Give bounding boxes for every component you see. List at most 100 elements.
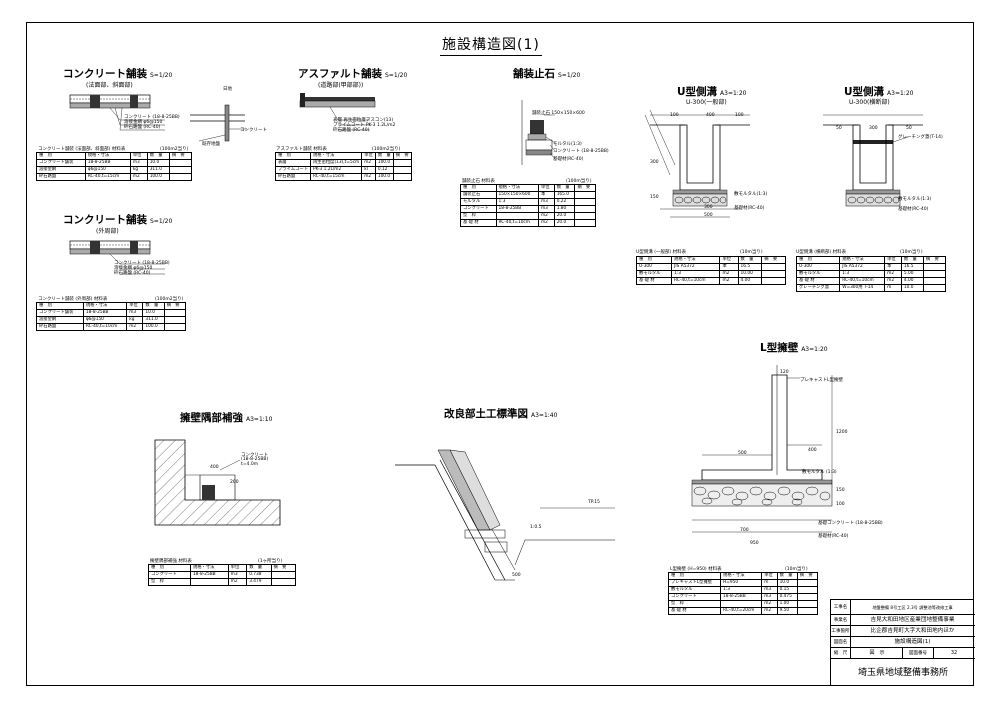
table-cell — [796, 593, 819, 601]
title-block-value: 施設構造図(1) — [894, 639, 931, 645]
table-row: 型 枠 m2 20.0 — [460, 212, 596, 220]
corner-concrete-spec: (18-8-25BB) — [241, 457, 269, 462]
table-cell: 10.0 — [146, 159, 170, 167]
table-cell: m2 — [361, 173, 376, 181]
table-cell: 溶接金網 — [36, 316, 84, 324]
table-cell: 基 礎 材 — [667, 607, 722, 615]
dimension-label: 1200 — [836, 430, 848, 435]
table-cell — [168, 173, 193, 181]
table-header-cell: 単位 — [126, 302, 144, 310]
table-row: 砕石路盤 RC-40,t=15cm m2 100.0 — [36, 173, 193, 181]
title-block: 工事名 地盤整備 8号工区 2.3号 調整池等改修工事 事業名 吉見大和田地区産… — [830, 599, 975, 686]
table-caption: コンクリート舗装 (法面部、斜面部) 材料表 — [38, 147, 126, 152]
table-cell: m2 — [129, 173, 148, 181]
layer-label: 砕石路盤 (RC-40) — [333, 128, 370, 133]
table-cell: 1:3 — [495, 198, 540, 206]
table-cell: 100.0 — [374, 173, 394, 181]
table-cell — [168, 159, 193, 167]
table-cell: 型 枠 — [148, 578, 191, 586]
table-cell: 0.475 — [776, 593, 798, 601]
table-cell — [574, 212, 596, 220]
table-caption: U型側溝 (横断部) 材料表 — [796, 250, 847, 255]
table-cell: 1:3 — [839, 270, 886, 278]
table-caption: 擁壁隅部補強 材料表 — [150, 559, 192, 564]
table-cell: 18-8-25BB — [720, 593, 763, 601]
layer-label: コンクリート (18-8-25BB) — [114, 261, 170, 266]
drawing-frame — [26, 22, 974, 686]
table-header-cell: 規格・寸法 — [720, 572, 763, 580]
table-row: プレキャストL型擁壁 H=950 m 10.0 — [667, 579, 819, 587]
table-cell: 20.0 — [553, 212, 576, 220]
table-cell — [392, 166, 412, 174]
table-header-cell: 規格・寸法 — [309, 152, 363, 160]
section-scale: S=1/20 — [150, 218, 173, 225]
layer-label: 溶接金網 φ6@150 — [124, 120, 163, 125]
title-block-label: 図面名 — [831, 637, 851, 647]
table-cell — [922, 284, 947, 292]
table-header-cell: 数 量 — [246, 564, 272, 572]
table-cell — [720, 600, 763, 608]
table-header-cell: 数 量 — [142, 302, 165, 310]
table-cell: 表層 — [275, 159, 311, 167]
table-cell — [922, 277, 947, 285]
base-label: 基礎材(RC-40) — [818, 534, 849, 539]
section-subtitle-u300: U-300(一般部) — [686, 99, 727, 106]
table-cell: m3 — [227, 571, 248, 579]
table-header-cell: 単位 — [884, 256, 902, 264]
section-title-text: 改良部土工標準図 — [444, 408, 528, 420]
table-cell: m2 — [538, 212, 555, 220]
table-cell — [761, 270, 786, 278]
table-row: プライムコート PK-3 1.2L/m2 kl 0.12 — [275, 166, 412, 174]
layer-label: 溶接金網 φ6@150 — [114, 266, 153, 271]
section-scale: S=1/20 — [558, 72, 581, 79]
table-cell: 本 — [538, 191, 555, 199]
table-row: 溶接金網 φ6@150 kg 311.0 — [36, 166, 193, 174]
title-block-row: 工事名 地盤整備 8号工区 2.3号 調整池等改修工事 — [831, 600, 975, 615]
layer-label: モルタル(1:3) — [553, 142, 582, 147]
table-row: コンクリート舗装 18-8-25BB m3 10.0 — [36, 159, 193, 167]
elevation-label: TP.15 — [588, 500, 600, 505]
section-subtitle-concrete-2: (外周部) — [96, 228, 119, 235]
table-cell — [574, 191, 596, 199]
grating-label: グレーチング蓋(T-14) — [898, 135, 943, 140]
table-cell — [189, 578, 229, 586]
layer-label: 基礎材(RC-40) — [734, 206, 765, 211]
title-block-scale-row: 縮 尺 図 示 図面番号 32 — [831, 648, 975, 659]
table-cell: 敷モルタル — [795, 270, 841, 278]
table-cell — [796, 607, 819, 615]
table-cell: 311.0 — [142, 316, 165, 324]
materials-table-concrete-2: 種 別 規格・寸法 単位 数 量 摘 要 コンクリート舗装 18-8-25BB … — [36, 302, 187, 331]
table-cell: m3 — [126, 309, 144, 317]
table-header-cell: 摘 要 — [796, 572, 819, 580]
table-header-row: 種 別 規格・寸法 単位 数 量 摘 要 — [36, 302, 187, 310]
table-cell — [796, 586, 819, 594]
table-header-cell: 規格・寸法 — [671, 256, 721, 264]
table-header-cell: 単位 — [719, 256, 739, 264]
layer-label: 砕石路盤 (RC-40) — [114, 271, 151, 276]
layer-label: 基礎材(RC-40) — [898, 207, 929, 212]
table-cell — [392, 173, 412, 181]
layer-label: 砕石路盤 (RC-40) — [124, 125, 161, 130]
title-block-label: 図面番号 — [903, 648, 934, 659]
table-row: U-300 JIS A5372 本 16.5 — [635, 263, 786, 271]
table-cell: 砕石路盤 — [275, 173, 311, 181]
table-cell — [270, 571, 297, 579]
table-row: 型 枠 m2 3.479 — [148, 578, 297, 586]
table-row: 溶接金網 φ6@150 kg 311.0 — [36, 316, 187, 324]
corner-concrete-label: コンクリート — [241, 453, 268, 458]
section-scale: A3=1:10 — [246, 416, 273, 423]
section-scale: A3=1:20 — [720, 90, 747, 97]
table-cell: 型 枠 — [460, 212, 497, 220]
table-cell: m2 — [538, 219, 555, 227]
section-title-text: U型側溝 — [677, 86, 718, 98]
table-header-row: 種 別 規格・寸法 単位 数 量 摘 要 — [795, 256, 947, 264]
table-row: コンクリート舗装 18-8-25BB m3 10.0 — [36, 309, 187, 317]
table-cell: RC-40,t=15cm — [309, 173, 363, 181]
dimension-label: 500 — [738, 451, 747, 456]
table-cell: コンクリート — [148, 571, 191, 579]
table-header-cell: 摘 要 — [574, 184, 596, 192]
table-cell: 100.0 — [146, 173, 170, 181]
